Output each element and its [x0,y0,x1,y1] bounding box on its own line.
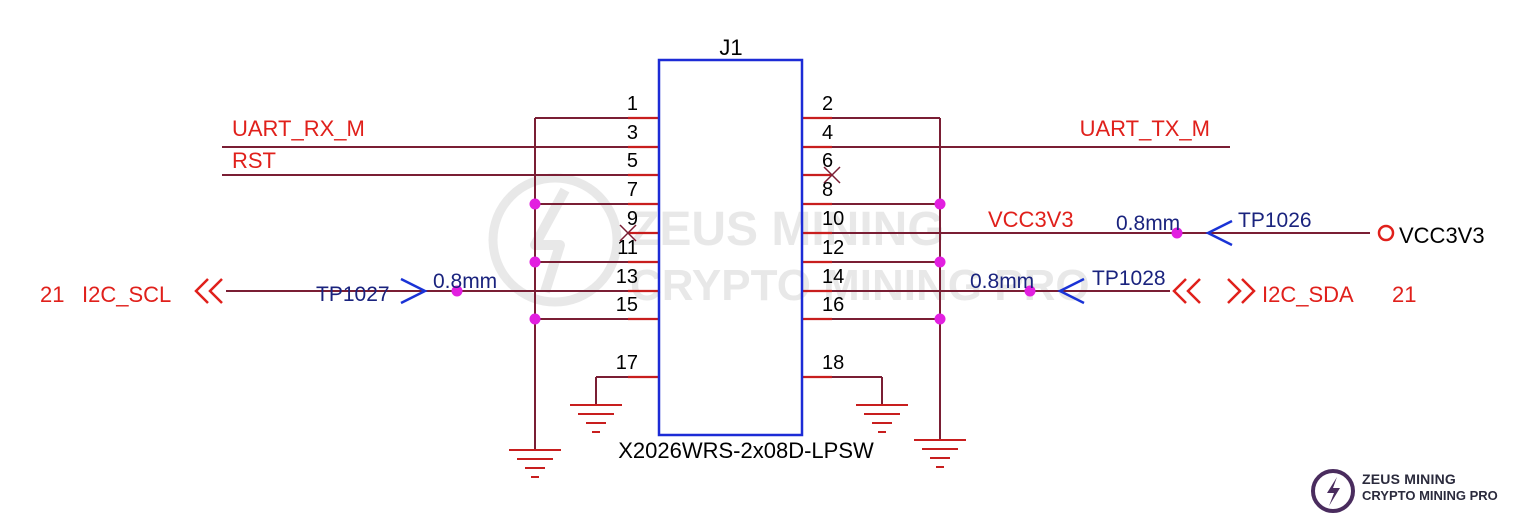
pin-number: 12 [822,237,844,259]
net-label-rst: RST [232,148,276,173]
net-label-i2c-sda: I2C_SDA [1262,282,1354,307]
no-connect-markers [619,166,841,242]
junction-dot [529,198,541,210]
junction-dot [1171,227,1183,239]
power-port-label: VCC3V3 [1399,223,1485,248]
junction-dot [529,313,541,325]
pin-number: 11 [617,237,638,259]
pin-number: 7 [627,179,638,201]
logo-line1: ZEUS MINING [1362,471,1456,487]
watermark-line2: CRYPTO MINING PRO [630,261,1090,310]
junction-dot [934,198,946,210]
off-sheet-connector-sda-in [1172,278,1201,304]
pin-number: 13 [616,266,638,288]
pin-stubs [628,116,832,379]
pin-number: 9 [627,208,638,230]
test-point-tp1026: TP1026 0.8mm [1116,209,1312,247]
pin-number: 8 [822,179,833,201]
vcc-power-port: VCC3V3 [1377,223,1485,248]
power-port-circle [1377,224,1395,242]
pin-number: 2 [822,93,833,115]
off-sheet-connector-scl: 21 I2C_SCL [40,278,223,307]
left-wiring [222,117,628,450]
pin-number: 14 [822,266,844,288]
junction-dot [529,256,541,268]
lightning-bolt-icon [1311,469,1355,513]
watermark-line1: ZEUS MINING [630,203,945,256]
pin-number: 5 [627,150,638,172]
connector-designator: J1 [719,35,742,60]
pin-number: 10 [822,208,844,230]
net-label-i2c-scl: I2C_SCL [82,282,171,307]
right-pin-numbers: 2 4 6 8 10 12 14 16 18 [822,93,844,374]
net-label-vcc: VCC3V3 [988,207,1074,232]
sheet-ref-scl: 21 [40,282,64,307]
test-point-name: TP1026 [1238,209,1312,232]
test-point-size: 0.8mm [1116,212,1180,235]
ground-symbol [570,404,622,433]
ground-symbol [914,439,966,468]
ground-symbol [509,449,561,478]
pin-number: 1 [627,93,638,115]
off-sheet-connector-sda: I2C_SDA 21 [1227,278,1416,307]
junction-dot [934,256,946,268]
pin-number: 4 [822,122,833,144]
junction-dot [451,285,463,297]
pin-number: 18 [822,352,844,374]
net-label-uart-tx: UART_TX_M [1080,116,1210,141]
test-point-name: TP1027 [316,283,390,306]
test-point-tp1028: TP1028 0.8mm [970,267,1166,305]
connector-body [657,58,804,437]
test-point-size: 0.8mm [433,270,497,293]
junction-dots [451,198,1183,325]
logo-line2: CRYPTO MINING PRO [1362,488,1498,503]
pin-number: 15 [616,294,638,316]
pin-number: 16 [822,294,844,316]
left-pin-numbers: 1 3 5 7 9 11 13 15 17 [616,93,638,374]
sheet-ref-sda: 21 [1392,282,1416,307]
test-point-tp1027: TP1027 0.8mm [316,270,497,306]
pin-number: 6 [822,150,833,172]
junction-dot [1024,285,1036,297]
test-point-name: TP1028 [1092,267,1166,290]
junction-dot [934,313,946,325]
connector-part-number: X2026WRS-2x08D-LPSW [618,438,874,463]
pin-number: 3 [627,122,638,144]
pin-number: 17 [616,352,638,374]
right-wiring [832,117,1370,440]
net-label-uart-rx: UART_RX_M [232,116,365,141]
test-point-size: 0.8mm [970,270,1034,293]
ground-symbol [856,404,908,433]
brand-logo: ZEUS MINING CRYPTO MINING PRO [1306,462,1521,520]
watermark: ZEUS MINING CRYPTO MINING PRO [488,173,1090,310]
